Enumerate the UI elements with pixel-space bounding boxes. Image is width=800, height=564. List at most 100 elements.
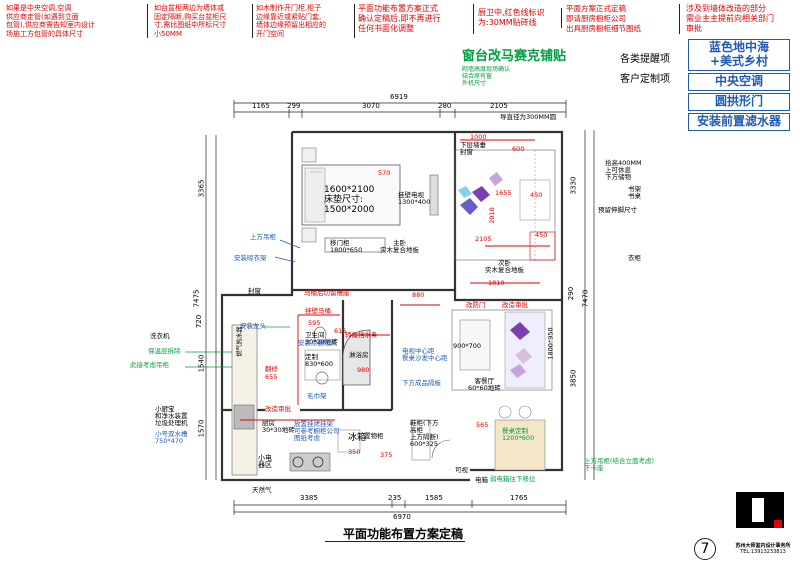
leg-space-note: 预留伸脚尺寸 (598, 206, 637, 214)
dim-bottom-seg-3: 1585 (425, 494, 443, 502)
blue-faucet: 安装龙头 (240, 322, 266, 330)
kitchen-label: 厨房 30*30地砖 (262, 419, 295, 434)
red-dim-655: 655 (265, 373, 278, 381)
dim-bottom-seg-2: 235 (388, 494, 402, 502)
dim-top-seg-2: 299 (287, 102, 301, 110)
bed-size-label: 1600*2100 床垫尺寸: 1500*2000 (324, 185, 375, 215)
header-note-cabinet-door: 如木制作开门柜,柜子 边缘靠近或紧贴门套, 墙体边缘预留出相应的 开门空间 (256, 4, 355, 38)
red-label-water-bar: 转角挡水条 (345, 331, 378, 339)
blue-tv-center: 电视中心距 餐桌沙发中心距 (402, 347, 448, 362)
green-wall-cabinet: 此接考虑吊柜 (130, 361, 169, 369)
logo-phone: TEL:13913233813 (740, 549, 786, 555)
blue-drying-rack: 安装晾衣架 (234, 254, 267, 262)
bathroom-label: 卫生间 30*30地砖 (305, 331, 338, 346)
shoe-cabinet-label: 鞋柜(下方 高柜 上方隔断) 600*325 (410, 419, 439, 448)
window-tile-note: 窗台改马赛克铺贴 (462, 49, 567, 64)
shower-label: 淋浴房 (349, 351, 369, 359)
dim-left-3: 720 (195, 314, 204, 329)
red-dim-880: 880 (412, 291, 425, 299)
dim-top-seg-1: 1165 (252, 102, 270, 110)
appliance-area-label: 小电 器区 (258, 454, 272, 469)
blue-towel-rack: 毛巾架 (307, 392, 327, 400)
window-tile-subnote: 砌墙高度现场确认 结合原有窗 外机尺寸 (462, 66, 511, 87)
header-note-kitchen-cabinet: 平面方案正式定稿 即请厨房橱柜公司 出具厨房橱柜细节图纸 (566, 4, 680, 34)
meter-box-label: 电箱 (475, 476, 488, 484)
logo-text: 苏州大师室内设计事务所 (735, 543, 791, 549)
sliding-wardrobe-label: 移门柜 1800*650 (330, 239, 363, 254)
red-label-wall-toilet: 挂壁马桶 (305, 307, 331, 315)
dim-left-5: 1570 (197, 419, 206, 438)
radius-note: 导直径为300MM圆 (500, 113, 557, 121)
red-dim-980: 980 (357, 366, 370, 374)
living-dining-label: 客餐厅 60*60地砖 (468, 377, 501, 392)
header-note-basin: 如台盆柜两边为墙体或 固定隔断,购买台盆柜尺 寸,需比图纸中所标尺寸 小50MM (154, 4, 253, 38)
red-label-approval-2: 改造审批 (265, 405, 291, 413)
dim-bottom-seg-1: 3385 (300, 494, 318, 502)
red-label-change-door: 改防门 (466, 301, 486, 309)
dim-bottom-total: 6970 (393, 513, 411, 521)
dim-right-4: 3850 (569, 369, 578, 388)
red-dim-570: 570 (378, 169, 391, 177)
header-note-wall-approval: 涉及到墙体改造的部分 需业主主提前向相关部门 审批 (686, 4, 774, 33)
firm-logo: 苏州大师室内设计事务所 TEL:13913233813 (730, 488, 796, 560)
blue-bath-heater: 安装凉霸暖风 (298, 339, 337, 347)
dim-top-total: 6919 (390, 93, 408, 101)
legend-custom-label: 客户定制项 (620, 74, 670, 85)
washing-machine-label: 洗衣机 (150, 332, 170, 340)
coffee-table-size: 900*700 (453, 342, 482, 350)
master-tv-label: 挂壁电视 1300*400 (398, 191, 431, 206)
red-dim-565: 565 (476, 421, 489, 429)
dim-right-2: 7470 (581, 289, 590, 308)
vanity-size: 定制 830*600 (305, 353, 334, 368)
storage-cabinet-label: 置物柜 (364, 432, 384, 440)
logo-mark (736, 492, 784, 528)
legend-remind-label: 各类提醒项 (620, 54, 670, 65)
header-note-tile-line: 厨卫中,红色线标识 为:30MM贴砖线 (478, 8, 562, 28)
side-item-hvac: 中央空调 (688, 73, 790, 91)
red-label-toilet-slot: 马桶后切留槽座 (304, 289, 350, 297)
red-dim-450b: 450 (535, 231, 548, 239)
side-item-style: 蓝色地中海 +美式乡村 (688, 39, 790, 71)
red-dim-595: 595 (308, 319, 321, 327)
red-dim-1810: 1810 (488, 279, 505, 287)
dim-right-1: 3330 (569, 176, 578, 195)
red-label-renovate: 翻修 (265, 365, 278, 373)
red-dim-600: 600 (512, 145, 525, 153)
red-dim-615: 615 (334, 327, 347, 335)
red-dim-375: 375 (380, 451, 393, 459)
green-weak-box: 弱电箱往下移位 (490, 475, 536, 483)
red-dim-2010: 2010 (487, 207, 496, 224)
red-label-approval-1: 改造审批 (502, 301, 528, 309)
red-dim-450a: 450 (530, 191, 543, 199)
dim-left-2: 7475 (192, 289, 201, 308)
side-item-water-filter: 安装前置滤水器 (688, 113, 790, 131)
lower-wall-note: 下层墙垂 封窗 (460, 141, 486, 156)
sofa-size: 1800*950 (546, 327, 555, 360)
dim-bottom-seg-4: 1765 (510, 494, 528, 502)
blue-double-sink: 小号双水槽 750*470 (155, 430, 188, 445)
water-heater-label: 燃气热水器 (236, 326, 244, 357)
wardrobe-label: 衣柜 (628, 254, 641, 262)
dim-top-seg-4: 280 (438, 102, 452, 110)
green-insulation: 保温层拆除 (148, 347, 181, 355)
blue-lower-partition: 下方成品隔板 (402, 379, 441, 387)
gas-label: 天然气 (252, 486, 272, 494)
dining-table-custom: 餐桌定制 1200*600 (502, 427, 535, 442)
fridge-label: 冰箱 (348, 433, 367, 443)
sealed-window-label: 封窗 (248, 287, 261, 295)
side-item-arch-door: 圆拱形门 (688, 93, 790, 111)
master-bedroom-label: 主卧 实木复合地板 (380, 239, 419, 254)
red-dim-350: 350 (348, 448, 361, 456)
blue-upper-cabinet: 上方吊柜 (250, 233, 276, 241)
dim-left-4: 1540 (197, 354, 206, 373)
second-bedroom-label: 次卧 实木复合地板 (485, 259, 524, 274)
page-title: 平面功能布置方案定稿 (343, 527, 464, 541)
green-upper-cabinet-seat: 上方吊柜(结合立面考虑) 下卡座 (584, 457, 655, 472)
title-underline (325, 541, 465, 542)
dim-left-1: 3365 (197, 179, 206, 198)
kitchen-appliance-note: 小厨宝 和净水装置 垃圾处理机 (155, 405, 188, 427)
header-note-plan-final: 平面功能布置方案正式 确认定稿后,即不再进行 任何书面化调整 (358, 4, 474, 34)
bookshelf-desk-label: 书架 书桌 (628, 185, 641, 200)
header-note-hvac: 如果是中央空调,空调 供应商走管(如遇到立面 包管),供应商需告知室内设计 场施… (6, 4, 148, 38)
